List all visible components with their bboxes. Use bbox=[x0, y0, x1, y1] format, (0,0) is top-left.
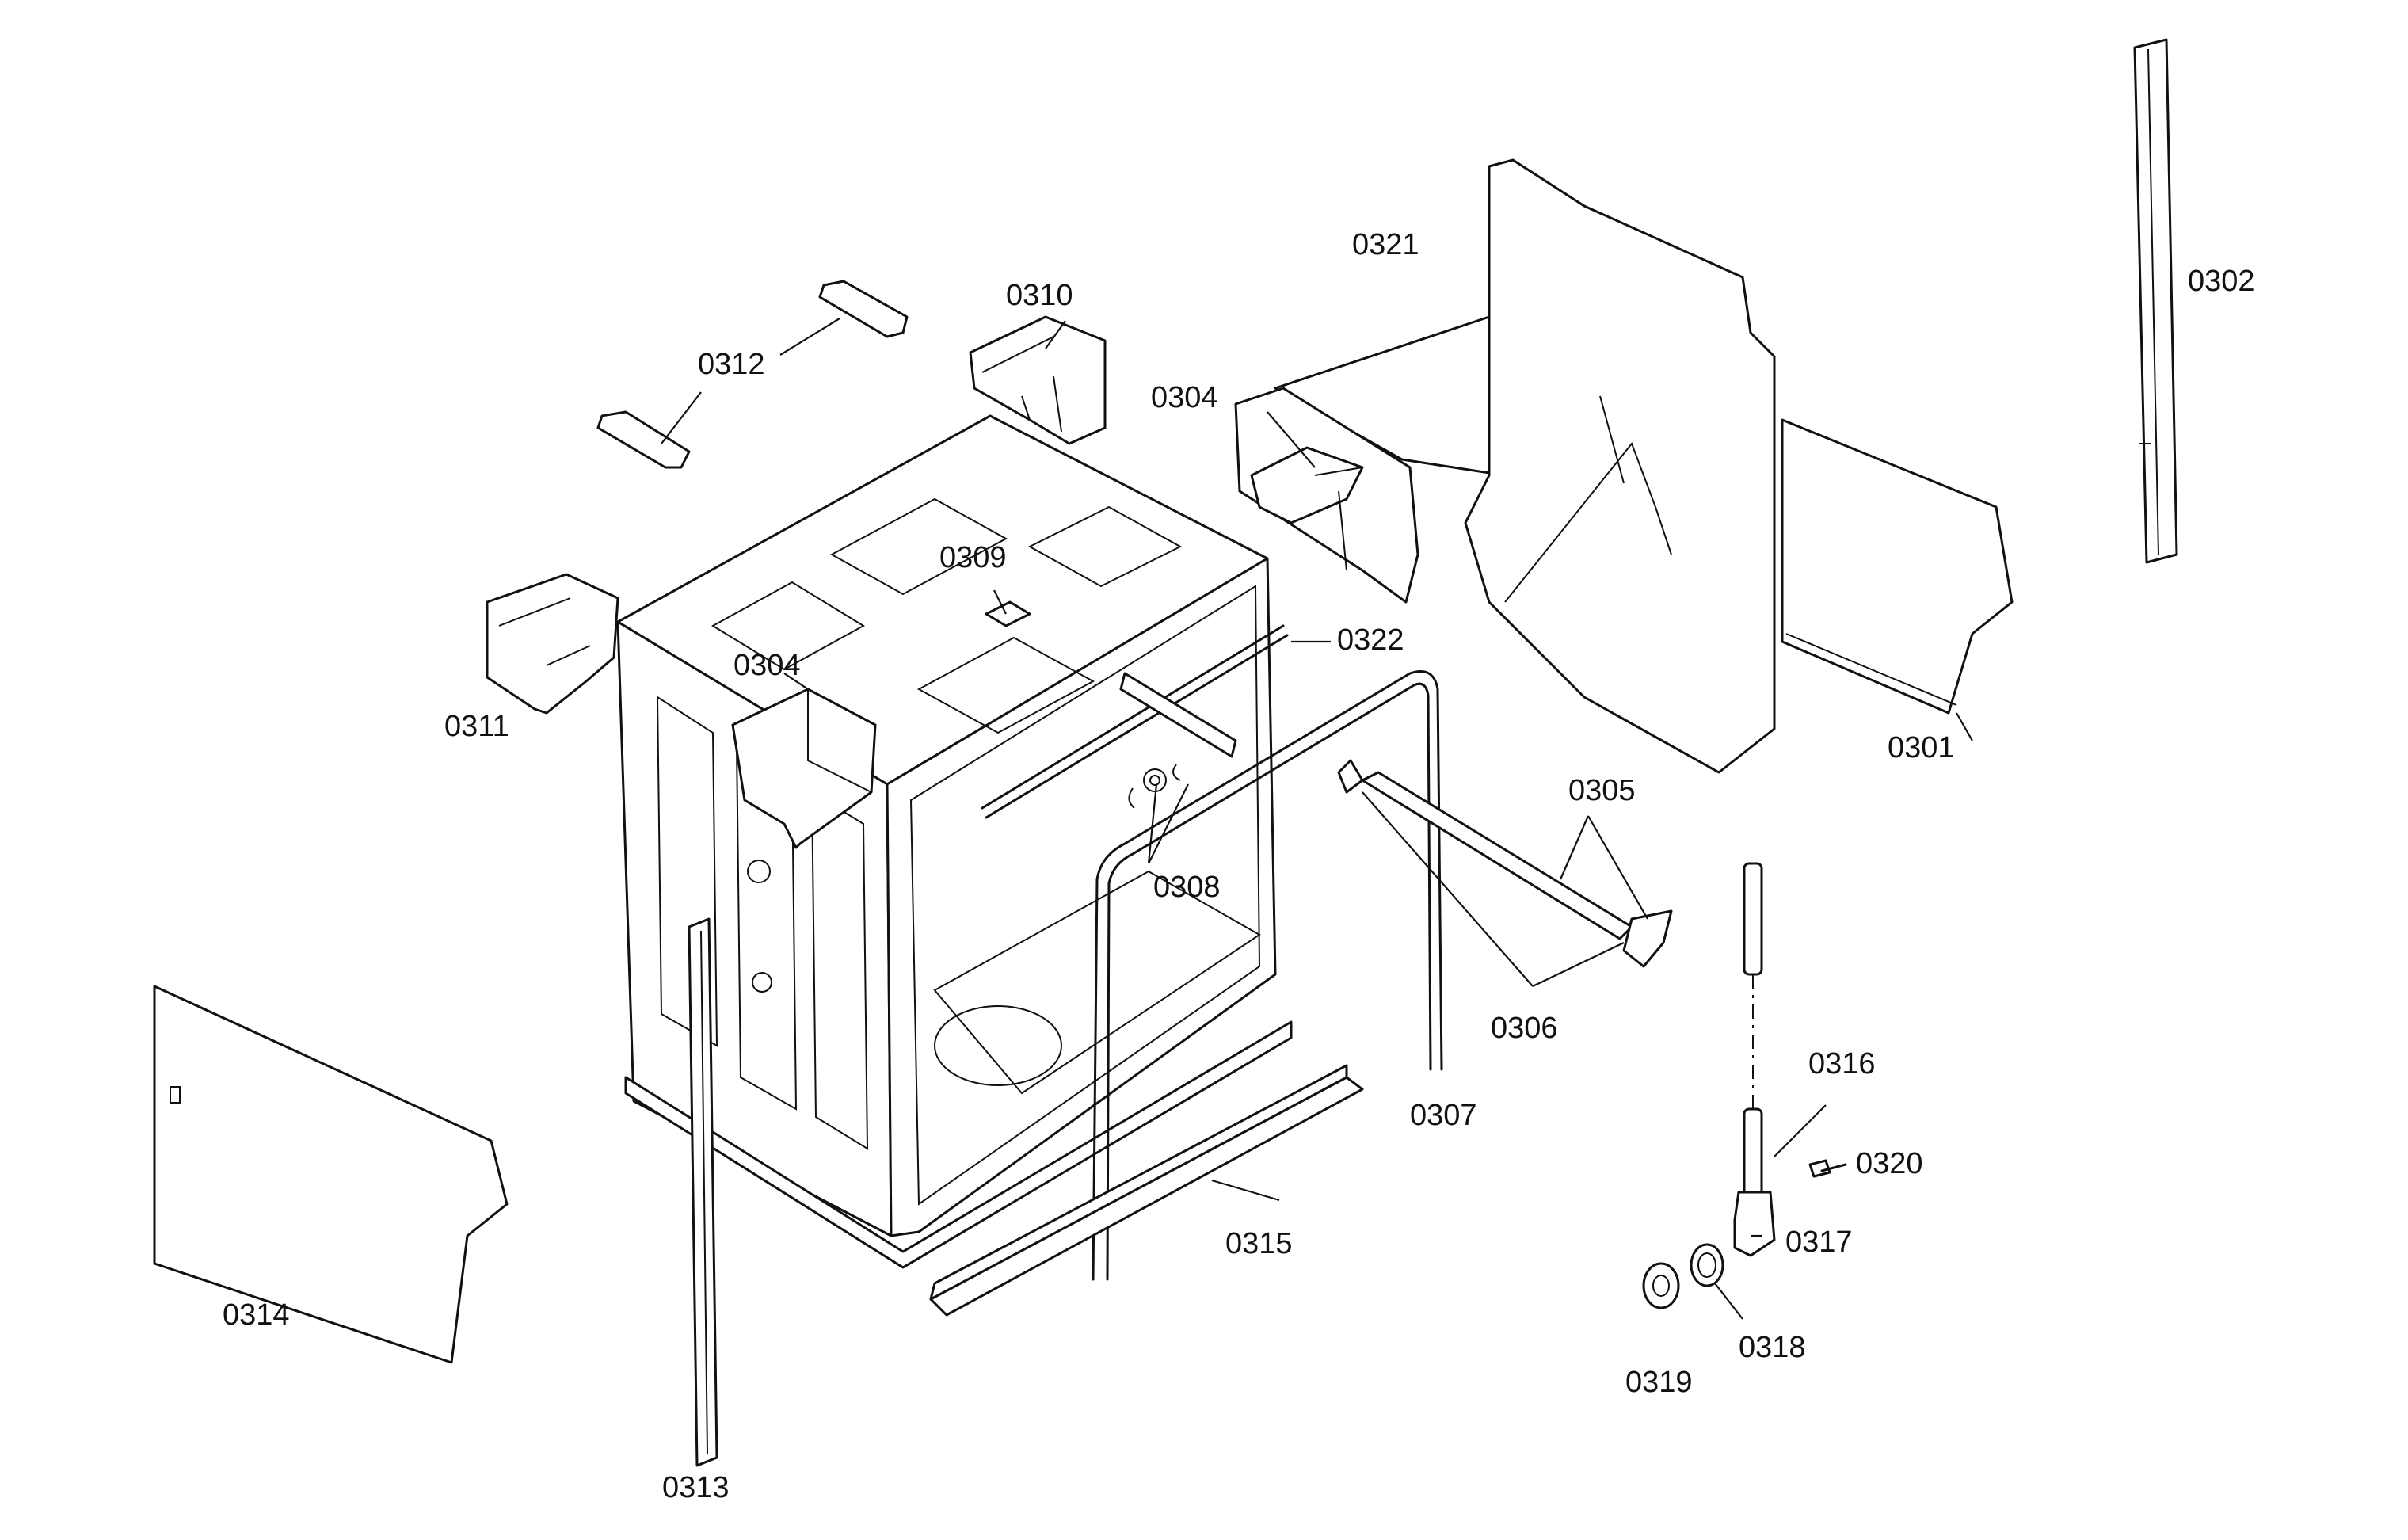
part-labels: 0301 0302 0304 0304 0305 0306 0307 0308 … bbox=[223, 228, 2255, 1504]
label-0321: 0321 bbox=[1352, 228, 1419, 261]
label-0318: 0318 bbox=[1739, 1331, 1806, 1364]
label-0306: 0306 bbox=[1491, 1012, 1558, 1045]
part-0302-side-strip bbox=[2133, 38, 2178, 564]
label-0314: 0314 bbox=[223, 1298, 290, 1332]
label-0322: 0322 bbox=[1337, 623, 1404, 657]
part-0318-ring bbox=[1690, 1243, 1724, 1287]
label-0307: 0307 bbox=[1410, 1099, 1477, 1132]
label-0319: 0319 bbox=[1625, 1366, 1693, 1399]
part-0320-screw bbox=[1808, 1159, 1847, 1178]
part-0319-cap bbox=[1642, 1262, 1680, 1309]
part-0314-side-panel bbox=[153, 985, 509, 1364]
part-0301-rear-panel bbox=[1781, 418, 2014, 715]
label-0320: 0320 bbox=[1856, 1147, 1923, 1180]
label-0305: 0305 bbox=[1568, 774, 1636, 807]
label-0308: 0308 bbox=[1153, 871, 1221, 904]
part-0316-hose bbox=[1743, 862, 1763, 1198]
label-0301: 0301 bbox=[1888, 731, 1955, 764]
part-0317-elbow bbox=[1733, 1191, 1776, 1257]
label-0311: 0311 bbox=[444, 710, 509, 743]
label-0302: 0302 bbox=[2188, 265, 2255, 298]
leader-lines bbox=[661, 318, 1973, 1320]
label-0309: 0309 bbox=[939, 541, 1007, 574]
part-0306-hook bbox=[1337, 759, 1364, 794]
part-0304-clip-lower bbox=[731, 688, 877, 849]
label-0313: 0313 bbox=[662, 1471, 730, 1504]
label-0315: 0315 bbox=[1225, 1227, 1293, 1260]
label-0304-upper: 0304 bbox=[1151, 381, 1218, 414]
part-0313-vertical-strip bbox=[688, 917, 718, 1467]
label-0312: 0312 bbox=[698, 348, 765, 381]
part-0310-corner-bracket bbox=[969, 315, 1107, 445]
part-0312-flat-brackets bbox=[596, 280, 909, 469]
label-0317: 0317 bbox=[1785, 1226, 1853, 1259]
label-0304-lower: 0304 bbox=[733, 649, 801, 682]
part-0304-clip-upper bbox=[1250, 446, 1364, 571]
part-0305-support-arm bbox=[1361, 771, 1673, 968]
part-0307-gasket bbox=[1092, 670, 1443, 1281]
part-0322-seal bbox=[981, 624, 1289, 819]
part-0321-top-cover bbox=[1234, 158, 1776, 774]
label-0316: 0316 bbox=[1808, 1047, 1876, 1081]
part-0308-hinge-hardware bbox=[1119, 672, 1237, 809]
part-0311-corner-bracket bbox=[486, 573, 619, 715]
part-0315-toe-kick bbox=[929, 1064, 1364, 1317]
label-0310: 0310 bbox=[1006, 279, 1073, 312]
